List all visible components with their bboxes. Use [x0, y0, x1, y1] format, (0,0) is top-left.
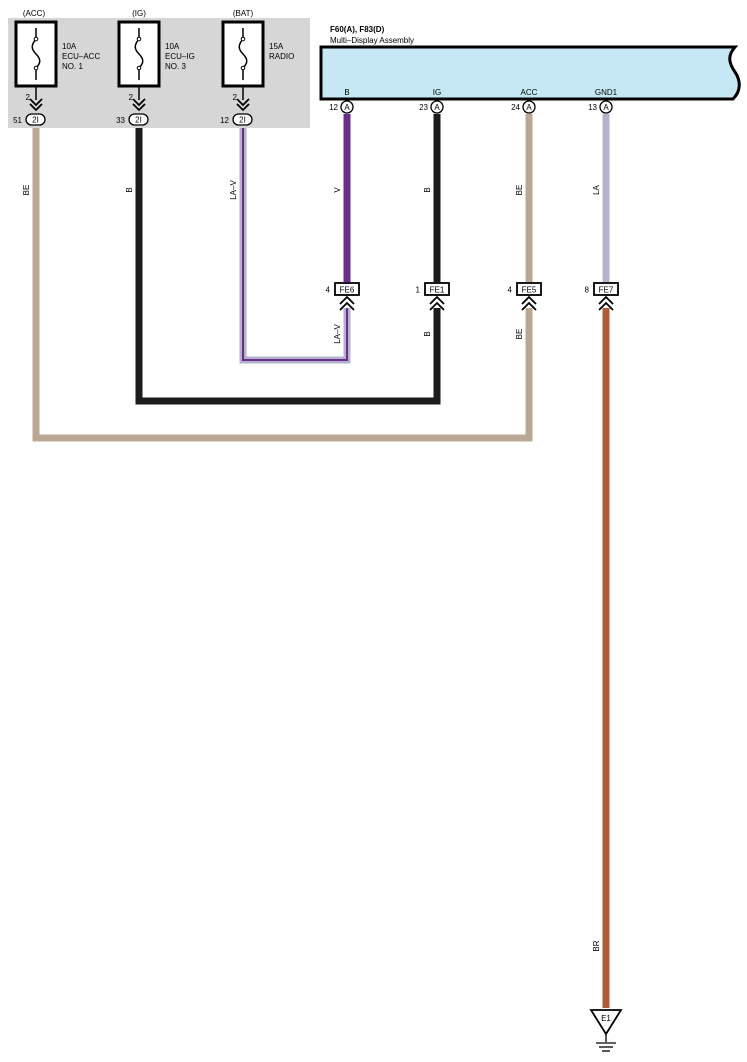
svg-text:RADIO: RADIO	[269, 52, 294, 61]
svg-text:FE7: FE7	[599, 286, 614, 295]
wire-be-acc	[32, 128, 533, 442]
svg-text:F60(A), F83(D): F60(A), F83(D)	[330, 25, 385, 34]
wire-label-be-upper: BE	[515, 185, 524, 196]
wire-label-v: V	[333, 187, 342, 193]
svg-text:4: 4	[326, 286, 331, 295]
wire-label-b: B	[125, 187, 134, 192]
svg-text:8: 8	[585, 286, 590, 295]
terminal-ig: IG A 23	[419, 88, 444, 114]
svg-text:2: 2	[129, 93, 134, 102]
svg-text:A: A	[434, 103, 440, 112]
wire-label-br: BR	[592, 940, 601, 951]
svg-text:NO. 3: NO. 3	[165, 62, 186, 71]
wire-label-be-lower: BE	[515, 329, 524, 340]
svg-text:33: 33	[116, 116, 125, 125]
svg-text:A: A	[603, 103, 609, 112]
svg-text:(IG): (IG)	[132, 9, 146, 18]
svg-text:GND1: GND1	[595, 88, 618, 97]
svg-text:24: 24	[511, 103, 520, 112]
svg-text:(BAT): (BAT)	[233, 9, 254, 18]
svg-text:4: 4	[508, 286, 513, 295]
svg-text:2: 2	[26, 93, 31, 102]
svg-text:Multi–Display Assembly: Multi–Display Assembly	[330, 36, 414, 45]
svg-text:12: 12	[329, 103, 338, 112]
svg-text:B: B	[344, 88, 349, 97]
svg-text:23: 23	[419, 103, 428, 112]
svg-text:ACC: ACC	[521, 88, 538, 97]
wire-label-la-v: LA–V	[229, 180, 238, 200]
svg-text:(ACC): (ACC)	[23, 9, 46, 18]
svg-text:IG: IG	[433, 88, 441, 97]
svg-text:E1: E1	[601, 1014, 611, 1023]
wire-label-la-v-lower: LA–V	[333, 324, 342, 344]
wire-label-b-upper: B	[423, 187, 432, 192]
terminal-gnd1: GND1 A 13	[588, 88, 618, 114]
svg-text:10A: 10A	[62, 42, 77, 51]
svg-text:2I: 2I	[135, 116, 142, 125]
joint-fe6: FE6 4	[326, 282, 360, 311]
fuse-ecu-acc: (ACC) 10A ECU–ACC NO. 1 2 2I 51	[13, 9, 100, 126]
svg-text:2: 2	[233, 93, 238, 102]
svg-text:2I: 2I	[239, 116, 246, 125]
fuse-ecu-ig: (IG) 10A ECU–IG NO. 3 2 2I 33	[116, 9, 195, 126]
wire-label-be: BE	[22, 185, 31, 196]
multi-display-assembly: F60(A), F83(D) Multi–Display Assembly	[319, 25, 741, 101]
wire-b-ig	[135, 128, 441, 405]
svg-text:2I: 2I	[32, 116, 39, 125]
svg-text:1: 1	[416, 286, 421, 295]
svg-text:51: 51	[13, 116, 22, 125]
svg-text:15A: 15A	[269, 42, 284, 51]
joint-fe7: FE7 8	[585, 282, 619, 311]
wire-label-b-lower: B	[423, 331, 432, 336]
svg-text:10A: 10A	[165, 42, 180, 51]
svg-text:12: 12	[220, 116, 229, 125]
joint-fe5: FE5 4	[508, 282, 542, 311]
wire-la-v	[239, 128, 351, 364]
svg-text:FE1: FE1	[430, 286, 445, 295]
terminal-acc: ACC A 24	[511, 88, 538, 114]
ground-e1: E1	[589, 1009, 623, 1052]
svg-text:NO. 1: NO. 1	[62, 62, 83, 71]
svg-text:FE5: FE5	[522, 286, 537, 295]
svg-text:A: A	[344, 103, 350, 112]
svg-text:13: 13	[588, 103, 597, 112]
wire-label-la: LA	[592, 184, 601, 194]
fuse-radio: (BAT) 15A RADIO 2 2I 12	[220, 9, 294, 126]
svg-text:ECU–IG: ECU–IG	[165, 52, 195, 61]
svg-text:FE6: FE6	[340, 286, 355, 295]
terminal-b: B A 12	[329, 88, 354, 114]
svg-text:ECU–ACC: ECU–ACC	[62, 52, 100, 61]
svg-text:A: A	[526, 103, 532, 112]
joint-fe1: FE1 1	[416, 282, 450, 311]
